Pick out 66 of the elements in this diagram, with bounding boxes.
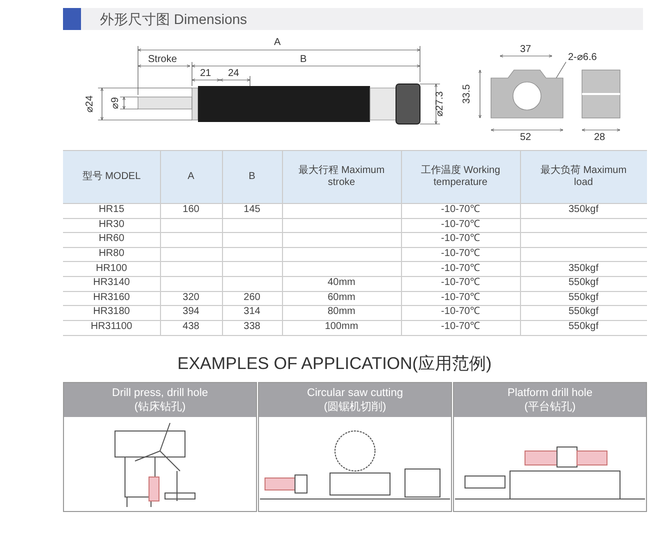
table-cell-text: HR80 [98,247,126,262]
table-cell-text: HR3160 [92,290,131,305]
column-header: 最大行程 Maximum stroke [297,164,386,190]
dimension-label: A [274,37,281,49]
dimension-label: ⌀24 [84,95,97,113]
column-header: B [248,170,256,184]
table-cell-text: 394 [182,305,200,320]
dimension-label: 28 [594,132,606,144]
table-cell-text: 550kgf [567,290,600,305]
dimension-label: 24 [228,68,240,80]
table-cell-text: 350kgf [567,262,600,276]
panel-subtitle: (钻床钻孔) [134,400,186,414]
table-cell-text: 350kgf [567,203,600,218]
table-cell-text: 550kgf [567,305,600,320]
dimension-label: B [300,54,307,66]
dimension-label: 52 [520,132,532,144]
table-cell-text: HR31100 [90,320,134,334]
panel-subtitle: (平台钻孔) [524,400,576,414]
table-cell-text: HR30 [98,218,126,232]
table-cell-text: HR100 [94,262,128,276]
table-cell-text: -10-70℃ [440,320,481,334]
table-cell-text: -10-70℃ [440,305,481,320]
table-cell-text: 550kgf [567,320,600,334]
table-cell-text: -10-70℃ [440,218,481,232]
section-heading: EXAMPLES OF APPLICATION(应用范例) [176,353,493,375]
section-title: 外形尺寸图 Dimensions [100,11,248,29]
table-cell-text: 60mm [326,290,356,305]
dimension-label: ⌀9 [110,97,122,109]
table-cell-text: 338 [242,320,262,334]
dimension-label: 21 [200,68,212,80]
column-header: 工作温度 Working temperature [420,164,502,190]
table-cell-text: 80mm [326,305,356,320]
dimension-label: Stroke [148,54,177,66]
table-cell-text: HR3180 [92,305,131,320]
table-cell-text: -10-70℃ [440,247,481,262]
table-cell-text: HR3140 [92,276,131,290]
panel-title: Drill press, drill hole [112,386,208,400]
table-cell-text: -10-70℃ [440,262,481,276]
application-panel [258,382,452,512]
dimension-label: 2-⌀6.6 [568,52,597,64]
table-cell-text: 438 [182,320,200,334]
table-cell-text: 314 [242,305,262,320]
column-header: A [186,170,196,184]
table-cell-text: HR60 [98,232,126,246]
table-cell-text: 145 [242,203,262,218]
panel-subtitle: (圆锯机切削) [324,400,386,414]
column-header: 最大负荷 Maximum load [539,164,628,190]
dimension-label: ⌀27.3 [434,91,447,117]
panel-title: Platform drill hole [508,386,592,400]
table-cell-text: 260 [242,290,262,305]
table-cell-text: -10-70℃ [440,276,481,290]
table-cell-text: HR15 [98,203,126,218]
table-cell-text: -10-70℃ [440,290,481,305]
application-panel [63,382,257,512]
table-cell-text: 320 [182,290,200,305]
table-cell-text: 100mm [324,320,360,334]
application-panel [453,382,647,512]
table-cell-text: 550kgf [567,276,600,290]
dimension-label: 33.5 [462,84,474,104]
column-header: 型号 MODEL [81,170,142,184]
table-cell-text: -10-70℃ [440,203,481,218]
table-cell-text: 40mm [326,276,356,290]
table-cell-text: 160 [182,203,200,218]
dimension-label: 37 [520,44,532,56]
panel-title: Circular saw cutting [307,386,403,400]
table-cell-text: -10-70℃ [440,232,481,246]
